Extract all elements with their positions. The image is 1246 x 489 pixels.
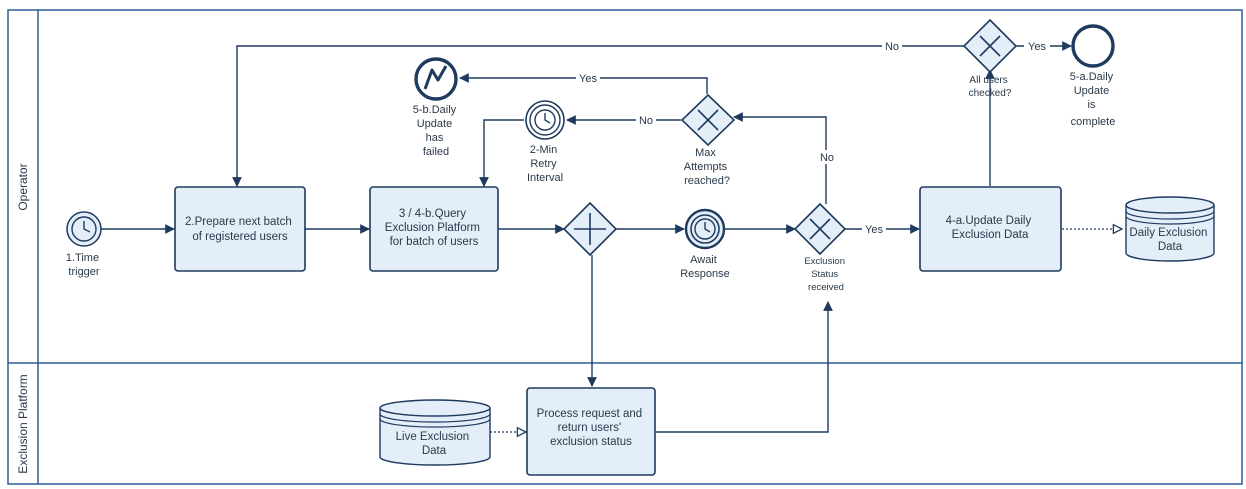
max-attempts-gateway[interactable] [680, 93, 736, 147]
edge-label-no-retry: No [639, 115, 653, 127]
svg-text:Process request and retu: Process request and return users' exclus… [537, 408, 646, 448]
live-data-line-1: Live Exclusion [396, 431, 470, 443]
data-store-daily-exclusion[interactable]: Daily Exclusion Data [1125, 196, 1215, 262]
complete-end-event[interactable] [1071, 24, 1115, 68]
task-process-line-3: exclusion status [550, 436, 632, 448]
retry-interval-label: 2-Min Retry Interval [527, 144, 563, 184]
svg-text:4-a.Update Daily Exclusi: 4-a.Update Daily Exclusion Data [946, 215, 1035, 241]
edge-label-yes-failed: Yes [579, 73, 597, 85]
lightning-error-icon [423, 65, 448, 90]
exclusion-status-gateway[interactable] [793, 202, 847, 256]
edge-labels: Yes No No Yes No Yes [576, 39, 1050, 236]
task-prepare[interactable]: 2.Prepare next batch of registered users [174, 186, 306, 272]
lane-label-operator: Operator [16, 163, 30, 210]
task-process-line-1: Process request and [537, 408, 642, 420]
edge-label-no-loop: No [885, 41, 899, 53]
clock-icon [544, 113, 551, 124]
task-query-line-2: Exclusion Platform [385, 222, 480, 234]
all-users-gateway[interactable] [962, 18, 1018, 74]
start-event-label: 1.Time trigger [66, 252, 102, 278]
svg-text:3 / 4-b.Query Exclusion: 3 / 4-b.Query Exclusion Platform for bat… [385, 208, 483, 248]
task-query-line-1: 3 / 4-b.Query [399, 208, 466, 220]
start-event-time-trigger[interactable] [66, 211, 102, 247]
task-process-line-2: return users' [558, 422, 622, 434]
edge-label-yes-update: Yes [865, 224, 883, 236]
live-data-line-2: Data [422, 445, 447, 457]
svg-text:2.Prepare next batch of: 2.Prepare next batch of registered users [185, 216, 295, 243]
await-response-label: Await Response [680, 254, 730, 280]
edge-all-users-loop [232, 45, 964, 187]
failed-end-label: 5-b.Daily Update has failed [413, 104, 459, 158]
max-attempts-label: Max Attempts reached? [684, 147, 730, 187]
edge-status-to-max-attempts [733, 112, 827, 204]
daily-data-line-2: Data [1158, 241, 1183, 253]
retry-interval-event[interactable] [525, 100, 565, 140]
pool [7, 9, 1243, 485]
all-users-label: All users checked? [969, 75, 1012, 99]
daily-data-line-1: Daily Exclusion [1129, 227, 1207, 239]
task-query-line-3: for batch of users [390, 236, 479, 248]
exclusion-status-label: Exclusion Status received [804, 256, 847, 293]
task-update-line-1: 4-a.Update Daily [946, 215, 1032, 227]
task-process[interactable]: Process request and return users' exclus… [526, 387, 656, 476]
edge-label-no-status: No [820, 152, 834, 164]
edge-retry-to-query [479, 119, 524, 187]
data-store-live-exclusion[interactable]: Live Exclusion Data [379, 399, 491, 466]
lane-label-exclusion-platform: Exclusion Platform [16, 374, 30, 473]
await-response-event[interactable] [684, 208, 726, 250]
parallel-gateway[interactable] [562, 201, 618, 257]
task-prepare-line-2: of registered users [192, 231, 287, 243]
clock-icon [704, 222, 711, 233]
failed-end-event[interactable] [414, 57, 458, 101]
task-prepare-line-1: 2.Prepare next batch [185, 216, 292, 228]
svg-text:Daily Exclusion Data: Daily Exclusion Data [1129, 227, 1210, 253]
clock-icon [83, 221, 91, 233]
task-update[interactable]: 4-a.Update Daily Exclusion Data [919, 186, 1062, 272]
edge-max-to-failed [459, 73, 708, 94]
task-query[interactable]: 3 / 4-b.Query Exclusion Platform for bat… [369, 186, 499, 272]
task-update-line-2: Exclusion Data [952, 229, 1029, 241]
complete-end-label: 5-a.Daily Update is complete [1070, 71, 1116, 128]
edge-process-to-status [656, 301, 833, 433]
svg-text:Live Exclusion Data: Live Exclusion Data [396, 431, 473, 457]
flow-edges [101, 41, 1072, 433]
edge-label-yes-complete: Yes [1028, 41, 1046, 53]
